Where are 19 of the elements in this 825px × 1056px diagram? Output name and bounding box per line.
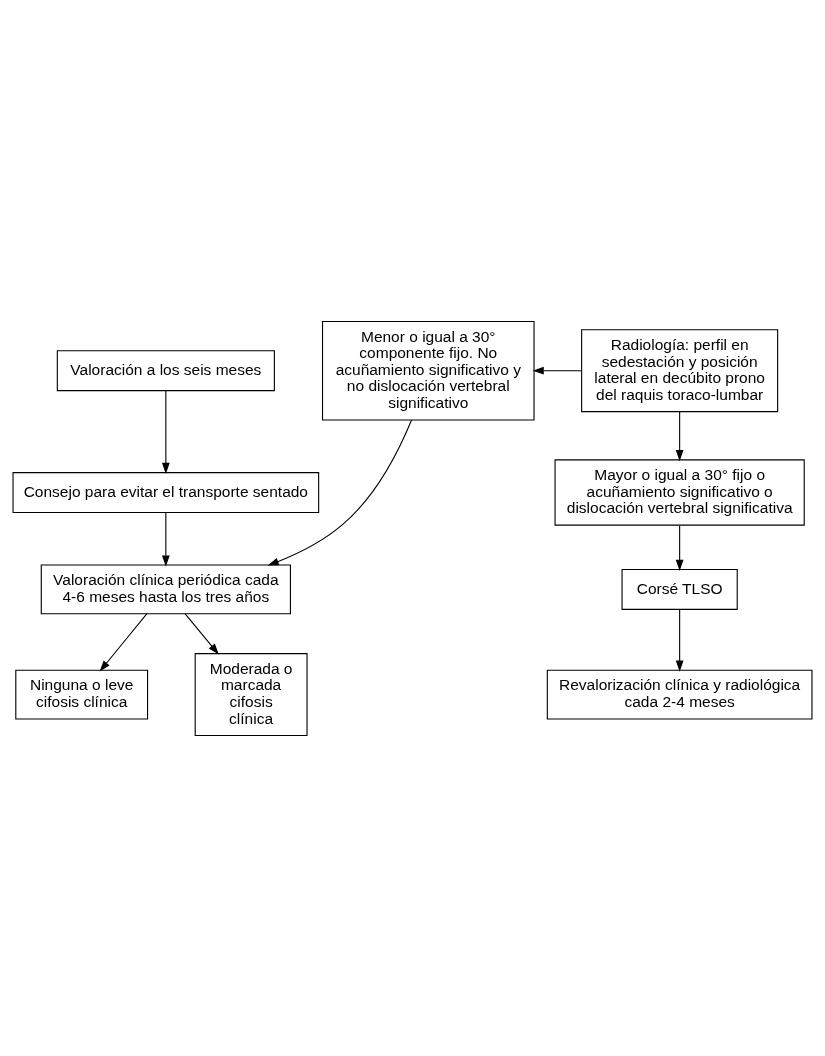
node-box: Menor o igual a 30° componente fijo. No acuñamiento significativo y no dislocación vertebral significativo <box>321 320 535 421</box>
arrow <box>184 612 219 655</box>
arrow <box>161 511 170 566</box>
node-box: Mayor o igual a 30° fijo o acuñamiento significativo o dislocación vertebral significativa <box>554 458 805 526</box>
arrow <box>532 366 582 375</box>
node-box: Valoración clínica periódica cada 4-6 meses hasta los tres años <box>40 564 291 614</box>
arrow <box>99 612 148 671</box>
node-box: Ninguna o leve cifosis clínica <box>15 669 149 719</box>
arrow <box>675 608 684 672</box>
node-box: Revalorización clínica y radiológica cada 2-4 meses <box>546 669 813 719</box>
arrow <box>267 418 413 566</box>
node-box: Valoración a los seis meses <box>56 349 275 391</box>
node-box: Consejo para evitar el transporte sentado <box>12 471 320 513</box>
node-box: Moderada o marcada cifosis clínica <box>194 652 308 736</box>
node-box: Radiología: perfil en sedestación y posición lateral en decúbito prono del raquis toraco-lumbar <box>581 328 779 412</box>
arrow <box>675 410 684 461</box>
arrow <box>675 524 684 571</box>
node-box: Corsé TLSO <box>621 568 738 610</box>
arrow <box>161 389 170 474</box>
